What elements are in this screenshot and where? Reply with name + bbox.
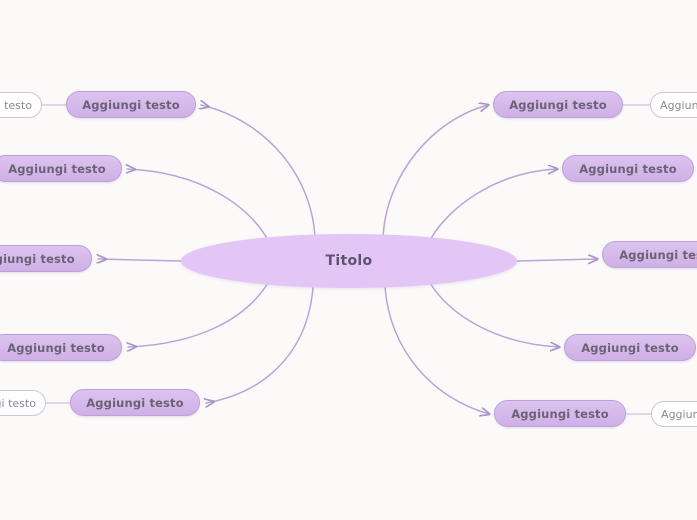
edge-root-left-4 <box>128 282 269 347</box>
branch-node-label: Aggiungi testo <box>82 97 180 112</box>
edge-root-right-5 <box>384 286 489 414</box>
leaf-node-label: Aggiungi testo <box>0 98 32 112</box>
edge-root-right-1 <box>382 105 488 239</box>
edge-root-right-2 <box>429 169 557 241</box>
branch-node-right-2[interactable]: Aggiungi testo <box>562 155 694 182</box>
branch-node-left-1[interactable]: Aggiungi testo <box>66 91 196 118</box>
edge-root-right-3 <box>516 259 597 261</box>
leaf-node-label: Aggiungi testo <box>660 98 697 112</box>
branch-node-left-4[interactable]: Aggiungi testo <box>0 334 122 361</box>
branch-node-label: Aggiungi testo <box>8 161 106 176</box>
branch-node-left-5[interactable]: Aggiungi testo <box>70 389 200 416</box>
root-node-label: Titolo <box>325 253 373 269</box>
branch-node-label: Aggiungi testo <box>581 340 679 355</box>
leaf-node-left-top[interactable]: Aggiungi testo <box>0 92 42 118</box>
branch-node-label: Aggiungi testo <box>511 406 609 421</box>
edge-root-left-1 <box>201 105 316 239</box>
branch-node-right-4[interactable]: Aggiungi testo <box>564 334 696 361</box>
edge-root-right-4 <box>429 282 559 347</box>
branch-node-right-5[interactable]: Aggiungi testo <box>494 400 626 427</box>
leaf-node-label: Aggiungi testo <box>0 396 36 410</box>
edge-root-left-5 <box>206 286 314 403</box>
branch-node-label: Aggiungi testo <box>579 161 677 176</box>
branch-node-label: Aggiungi testo <box>86 395 184 410</box>
branch-node-left-3[interactable]: Aggiungi testo <box>0 245 92 272</box>
root-node[interactable]: Titolo <box>181 234 517 288</box>
branch-node-right-1[interactable]: Aggiungi testo <box>493 91 623 118</box>
leaf-node-right-top[interactable]: Aggiungi testo <box>650 92 697 118</box>
branch-node-label: Aggiungi testo <box>509 97 607 112</box>
branch-node-right-3[interactable]: Aggiungi testo <box>602 241 697 268</box>
branch-node-label: Aggiungi testo <box>619 247 697 262</box>
branch-node-label: Aggiungi testo <box>7 340 105 355</box>
branch-node-label: Aggiungi testo <box>0 251 75 266</box>
leaf-node-right-bottom[interactable]: Aggiungi testo <box>651 401 697 427</box>
leaf-node-label: Aggiungi testo <box>661 407 697 421</box>
branch-node-left-2[interactable]: Aggiungi testo <box>0 155 122 182</box>
edge-root-left-3 <box>98 259 182 261</box>
edge-root-left-2 <box>127 169 269 241</box>
leaf-node-left-bottom[interactable]: Aggiungi testo <box>0 390 46 416</box>
